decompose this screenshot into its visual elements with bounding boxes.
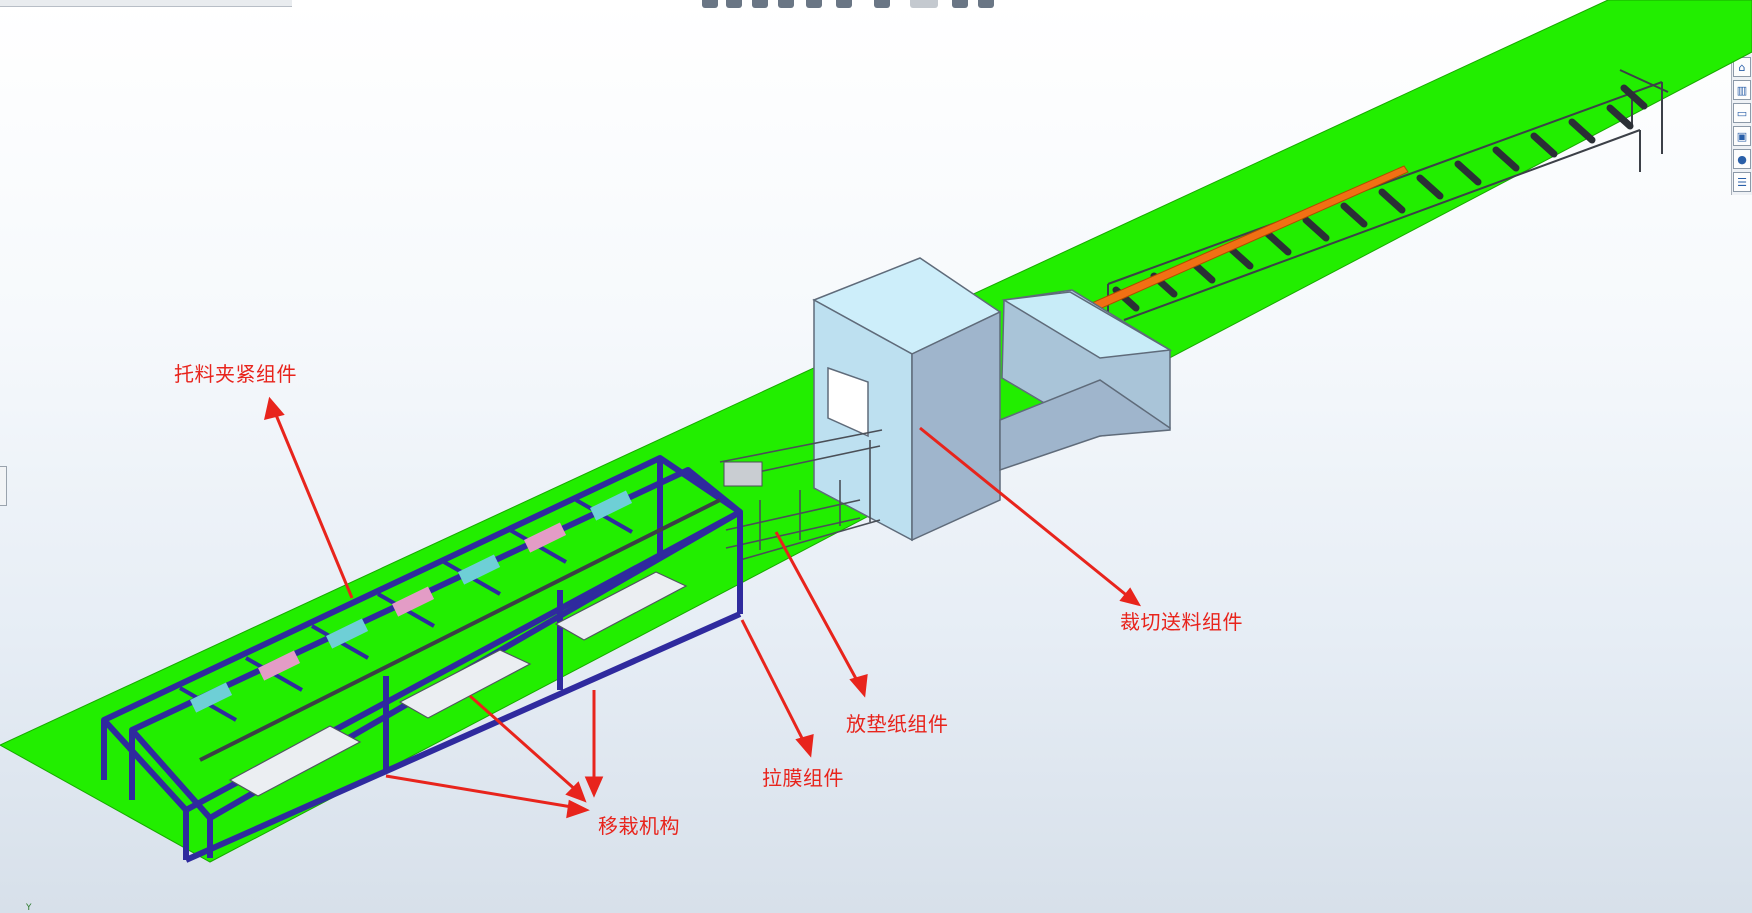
folder-icon[interactable]: ▭ bbox=[1733, 103, 1751, 123]
previous-view-icon[interactable] bbox=[752, 0, 768, 8]
label-paper-place-assembly: 放垫纸组件 bbox=[846, 712, 949, 736]
parts-icon[interactable]: ▥ bbox=[1733, 80, 1751, 100]
hide-show-icon[interactable] bbox=[874, 0, 890, 8]
transfer-trays bbox=[228, 571, 688, 797]
transfer-rail bbox=[199, 498, 721, 762]
transfer-frame bbox=[101, 455, 743, 863]
view-orientation-icon[interactable] bbox=[806, 0, 822, 8]
section-view-icon[interactable] bbox=[778, 0, 794, 8]
appearance-icon[interactable]: ● bbox=[1733, 149, 1751, 169]
zoom-fit-icon[interactable] bbox=[702, 0, 718, 8]
label-transfer-mechanism: 移栽机构 bbox=[598, 814, 680, 838]
clamp-modules bbox=[190, 490, 633, 713]
apply-scene-icon[interactable] bbox=[952, 0, 968, 8]
feature-manager-collapse-tab[interactable] bbox=[0, 466, 7, 506]
display-style-icon[interactable] bbox=[836, 0, 852, 8]
callout-arrows bbox=[264, 396, 1142, 819]
coordinate-triad: Y bbox=[26, 903, 32, 913]
label-pallet-clamp-assembly: 托料夹紧组件 bbox=[174, 362, 297, 386]
edit-appearance-icon[interactable] bbox=[910, 0, 938, 8]
view-palette-icon[interactable]: ▣ bbox=[1733, 126, 1751, 146]
conveyor-rollers bbox=[1112, 84, 1648, 312]
roller-conveyor bbox=[1107, 69, 1669, 321]
feature-tree-strip bbox=[0, 0, 292, 7]
label-cutting-feed-assembly: 裁切送料组件 bbox=[1120, 610, 1243, 634]
view-settings-icon[interactable] bbox=[978, 0, 994, 8]
task-pane: ⌂ ▥ ▭ ▣ ● ☰ bbox=[1731, 54, 1752, 195]
triad-y-label: Y bbox=[26, 903, 32, 913]
label-film-pull-assembly: 拉膜组件 bbox=[762, 766, 844, 790]
cutting-housing bbox=[812, 257, 1173, 542]
film-pull-gripper bbox=[723, 461, 763, 487]
zoom-area-icon[interactable] bbox=[726, 0, 742, 8]
properties-icon[interactable]: ☰ bbox=[1733, 172, 1751, 192]
film-pull-frame bbox=[719, 429, 883, 561]
